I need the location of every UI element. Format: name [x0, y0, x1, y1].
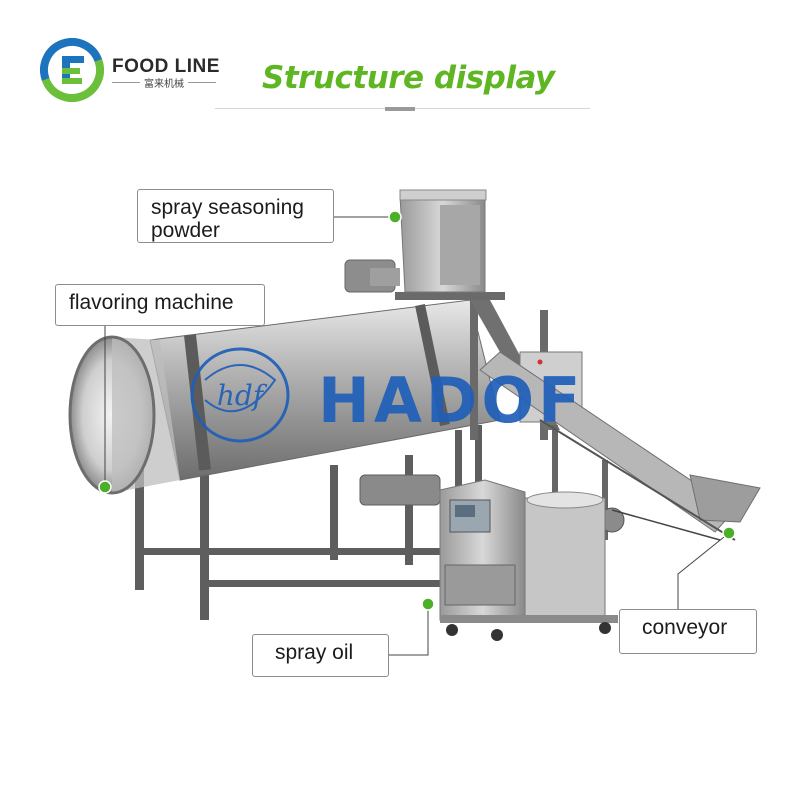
- title-divider-accent: [385, 107, 415, 111]
- marker-dot-icon: [388, 210, 402, 224]
- label-flavoring-machine: flavoring machine: [55, 284, 265, 326]
- marker-dot-icon: [722, 526, 736, 540]
- drum-stand: [135, 425, 482, 620]
- flavoring-drum: [68, 299, 501, 495]
- watermark-mark-text: hdf: [217, 379, 268, 412]
- label-spray-oil: spray oil: [252, 634, 389, 677]
- callout-markers: [98, 210, 736, 611]
- label-flavoring-machine-text: flavoring machine: [69, 291, 234, 314]
- label-conveyor: conveyor: [619, 609, 757, 654]
- label-spray-seasoning-powder-text: spray seasoning powder: [151, 196, 304, 242]
- callout-lines: [104, 216, 730, 656]
- label-conveyor-text: conveyor: [642, 616, 728, 639]
- food-line-logo-icon: [40, 38, 104, 102]
- watermark-text: HADOF: [318, 364, 584, 437]
- seasoning-hopper: [344, 189, 487, 293]
- brand-subtitle: 富来机械: [112, 75, 216, 90]
- label-spray-seasoning-powder: spray seasoning powder: [137, 189, 334, 243]
- label-spray-oil-text: spray oil: [275, 641, 354, 664]
- brand-subtitle-text: 富来机械: [140, 79, 188, 90]
- spray-oil-cart: [439, 479, 618, 641]
- conveyor-belt: [479, 351, 761, 541]
- page-title: Structure display: [262, 60, 555, 96]
- marker-dot-icon: [98, 480, 112, 494]
- hadof-watermark: hdf HADOF: [190, 347, 584, 443]
- brand-name: FOOD LINE: [112, 56, 220, 77]
- marker-dot-icon: [421, 597, 435, 611]
- drum-motor: [359, 474, 441, 506]
- watermark-mark-icon: [190, 347, 290, 443]
